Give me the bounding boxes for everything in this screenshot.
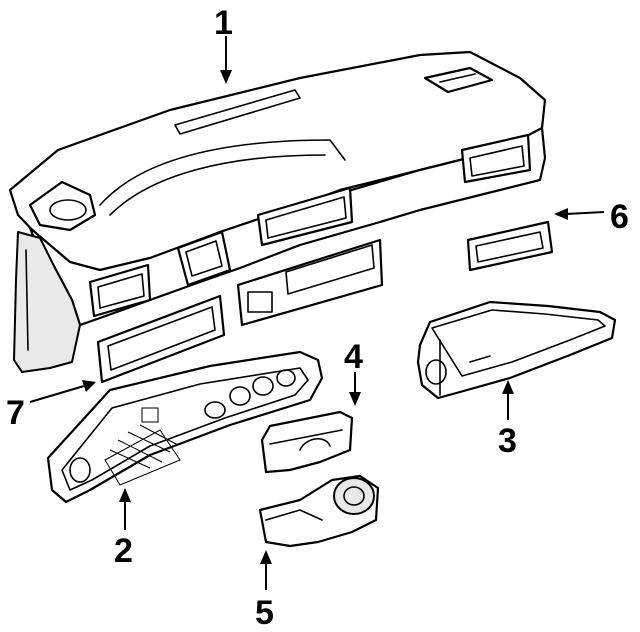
cluster-bezel-part-2 [46, 350, 324, 504]
left-trim-bezel-part-7 [96, 294, 226, 384]
right-vent-trim-part-6 [466, 220, 554, 272]
callout-2: 2 [114, 532, 133, 570]
callout-5: 5 [255, 594, 274, 632]
dashboard-panel-part-1 [8, 50, 547, 373]
glove-box-part-3 [416, 300, 617, 400]
callout-6: 6 [610, 198, 629, 236]
callout-7: 7 [6, 394, 25, 432]
leader-lines [29, 36, 605, 590]
callout-1: 1 [214, 4, 233, 42]
lower-column-cover-part-5 [258, 474, 380, 548]
callout-3: 3 [498, 422, 517, 460]
callout-4: 4 [344, 338, 363, 376]
upper-column-cover-part-4 [260, 410, 354, 474]
